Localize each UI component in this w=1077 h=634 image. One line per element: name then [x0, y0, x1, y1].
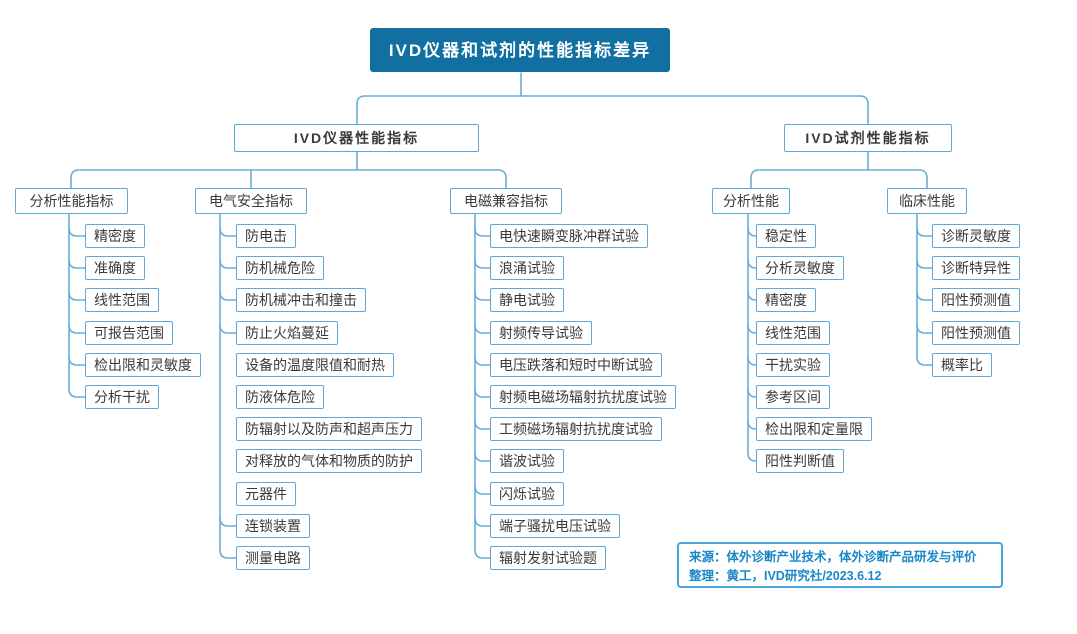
tree-node: 元器件	[236, 482, 296, 506]
source-note-line2: 整理：黄工，IVD研究社/2023.6.12	[689, 569, 882, 584]
source-note: 来源：体外诊断产业技术，体外诊断产品研发与评价 整理：黄工，IVD研究社/202…	[677, 542, 1003, 588]
tree-node: 电快速瞬变脉冲群试验	[490, 224, 648, 248]
root-node: IVD仪器和试剂的性能指标差异	[370, 28, 670, 72]
tree-node: 分析灵敏度	[756, 256, 844, 280]
tree-node: 连锁装置	[236, 514, 310, 538]
tree-node: 阳性预测值	[932, 321, 1020, 345]
tree-node: 防止火焰蔓延	[236, 321, 338, 345]
tree-node: 射频电磁场辐射抗扰度试验	[490, 385, 676, 409]
tree-node: 防辐射以及防声和超声压力	[236, 417, 422, 441]
connector-group-reagent-analysis	[747, 213, 757, 462]
connector-branch-right	[750, 151, 928, 189]
tree-node: 分析干扰	[85, 385, 159, 409]
tree-node: 谐波试验	[490, 449, 564, 473]
tree-node: 阳性判断值	[756, 449, 844, 473]
tree-node: 设备的温度限值和耐热	[236, 353, 394, 377]
tree-node: 防电击	[236, 224, 296, 248]
tree-node: 闪烁试验	[490, 482, 564, 506]
group-node-electrical-safety: 电气安全指标	[195, 188, 307, 214]
connector-group-electrical-safety	[219, 213, 237, 559]
tree-node: 工频磁场辐射抗扰度试验	[490, 417, 662, 441]
tree-node: 诊断灵敏度	[932, 224, 1020, 248]
connector-branch-left	[70, 151, 507, 189]
tree-node: 准确度	[85, 256, 145, 280]
tree-node: 电压跌落和短时中断试验	[490, 353, 662, 377]
connector-root	[356, 72, 869, 125]
tree-node: 线性范围	[85, 288, 159, 312]
tree-node: 干扰实验	[756, 353, 830, 377]
tree-node: 精密度	[756, 288, 816, 312]
tree-node: 测量电路	[236, 546, 310, 570]
branch-node-instrument: IVD仪器性能指标	[234, 124, 479, 152]
connector-group-clinical	[916, 213, 933, 366]
tree-node: 辐射发射试验题	[490, 546, 606, 570]
tree-node: 线性范围	[756, 321, 830, 345]
group-node-reagent-analysis: 分析性能	[712, 188, 790, 214]
connector-group-analysis-indicators	[68, 213, 86, 398]
tree-node: 防机械冲击和撞击	[236, 288, 366, 312]
tree-node: 阳性预测值	[932, 288, 1020, 312]
tree-node: 精密度	[85, 224, 145, 248]
group-node-analysis-indicators: 分析性能指标	[15, 188, 128, 214]
tree-node: 浪涌试验	[490, 256, 564, 280]
connector-group-emc	[474, 213, 491, 559]
tree-node: 概率比	[932, 353, 992, 377]
tree-node: 检出限和定量限	[756, 417, 872, 441]
group-node-emc: 电磁兼容指标	[450, 188, 562, 214]
group-node-clinical: 临床性能	[887, 188, 967, 214]
tree-node: 防液体危险	[236, 385, 324, 409]
tree-node: 对释放的气体和物质的防护	[236, 449, 422, 473]
tree-node: 稳定性	[756, 224, 816, 248]
branch-node-reagent: IVD试剂性能指标	[784, 124, 952, 152]
tree-node: 可报告范围	[85, 321, 173, 345]
tree-node: 检出限和灵敏度	[85, 353, 201, 377]
tree-node: 防机械危险	[236, 256, 324, 280]
source-note-line1: 来源：体外诊断产业技术，体外诊断产品研发与评价	[689, 550, 977, 564]
tree-node: 静电试验	[490, 288, 564, 312]
tree-node: 诊断特异性	[932, 256, 1020, 280]
tree-node: 参考区间	[756, 385, 830, 409]
tree-node: 端子骚扰电压试验	[490, 514, 620, 538]
tree-node: 射频传导试验	[490, 321, 592, 345]
